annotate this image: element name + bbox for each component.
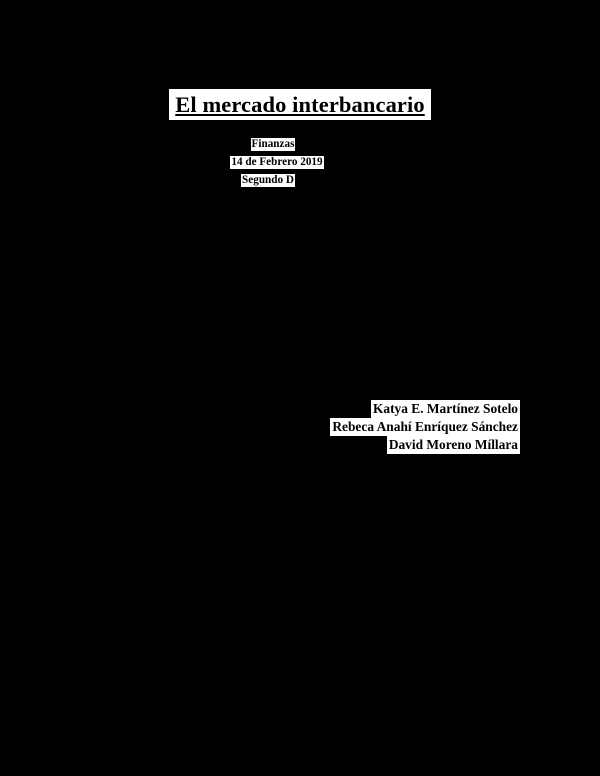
- author-name: Katya E. Martínez Sotelo: [370, 400, 520, 418]
- meta-group-line: Segundo D: [222, 170, 332, 188]
- authors-block: Katya E. Martínez Sotelo Rebeca Anahí En…: [330, 400, 520, 454]
- meta-date-label: 14 de Febrero 2019: [230, 156, 324, 170]
- author-line: Katya E. Martínez Sotelo: [330, 400, 520, 418]
- page-title: El mercado interbancario: [169, 89, 431, 120]
- author-name: Rebeca Anahí Enríquez Sánchez: [330, 418, 520, 436]
- meta-group-label: Segundo D: [241, 174, 295, 188]
- course-meta-block: Finanzas 14 de Febrero 2019 Segundo D: [222, 134, 332, 188]
- meta-course-line: Finanzas: [222, 134, 332, 152]
- meta-date-line: 14 de Febrero 2019: [222, 152, 332, 170]
- meta-course-label: Finanzas: [250, 138, 296, 152]
- author-name: David Moreno Míllara: [386, 436, 520, 454]
- title-container: El mercado interbancario: [0, 89, 600, 120]
- author-line: Rebeca Anahí Enríquez Sánchez: [330, 418, 520, 436]
- author-line: David Moreno Míllara: [330, 436, 520, 454]
